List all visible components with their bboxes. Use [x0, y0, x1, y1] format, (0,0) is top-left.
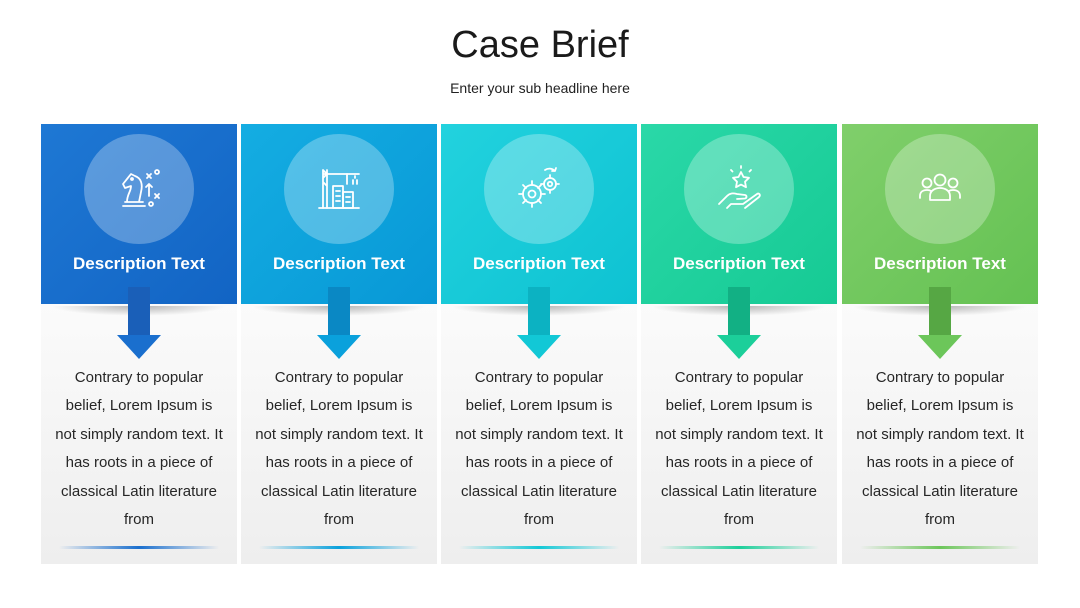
arrow-down-icon	[918, 287, 962, 359]
card-header: Description Text	[641, 124, 837, 304]
gears-icon	[518, 167, 560, 208]
card-3: Description Text Contrary to popular bel…	[441, 124, 637, 564]
hand-star-icon	[718, 165, 761, 209]
card-description: Contrary to popular belief, Lorem Ipsum …	[856, 369, 1024, 529]
card-title: Description Text	[874, 254, 1006, 273]
card-5: Description Text Contrary to popular bel…	[842, 124, 1038, 564]
accent-line	[259, 546, 419, 549]
card-description: Contrary to popular belief, Lorem Ipsum …	[255, 369, 423, 529]
page-subtitle: Enter your sub headline here	[450, 80, 630, 96]
card-header: Description Text	[41, 124, 237, 304]
card-2: Description Text Contrary to popular bel…	[241, 124, 437, 564]
icon-circle	[885, 134, 995, 244]
card-header: Description Text	[842, 124, 1038, 304]
icon-circle	[684, 134, 794, 244]
card-title: Description Text	[673, 254, 805, 273]
arrow-down-icon	[717, 287, 761, 359]
card-description: Contrary to popular belief, Lorem Ipsum …	[655, 369, 823, 529]
chess-strategy-icon	[122, 169, 160, 207]
arrow-down-icon	[317, 287, 361, 359]
card-header: Description Text	[241, 124, 437, 304]
accent-line	[59, 546, 219, 549]
arrow-down-icon	[517, 287, 561, 359]
card-description: Contrary to popular belief, Lorem Ipsum …	[55, 369, 223, 529]
icon-circle	[284, 134, 394, 244]
card-4: Description Text Contrary to popular bel…	[641, 124, 837, 564]
construction-crane-icon	[318, 169, 360, 209]
card-1: Description Text Contrary to popular bel…	[41, 124, 237, 564]
team-group-icon	[919, 173, 961, 201]
accent-line	[459, 546, 619, 549]
accent-line	[860, 546, 1020, 549]
card-description: Contrary to popular belief, Lorem Ipsum …	[455, 369, 623, 529]
card-header: Description Text	[441, 124, 637, 304]
card-title: Description Text	[473, 254, 605, 273]
arrow-down-icon	[117, 287, 161, 359]
accent-line	[659, 546, 819, 549]
card-title: Description Text	[273, 254, 405, 273]
icon-circle	[484, 134, 594, 244]
page-title: Case Brief	[451, 24, 629, 66]
card-title: Description Text	[73, 254, 205, 273]
icon-circle	[84, 134, 194, 244]
